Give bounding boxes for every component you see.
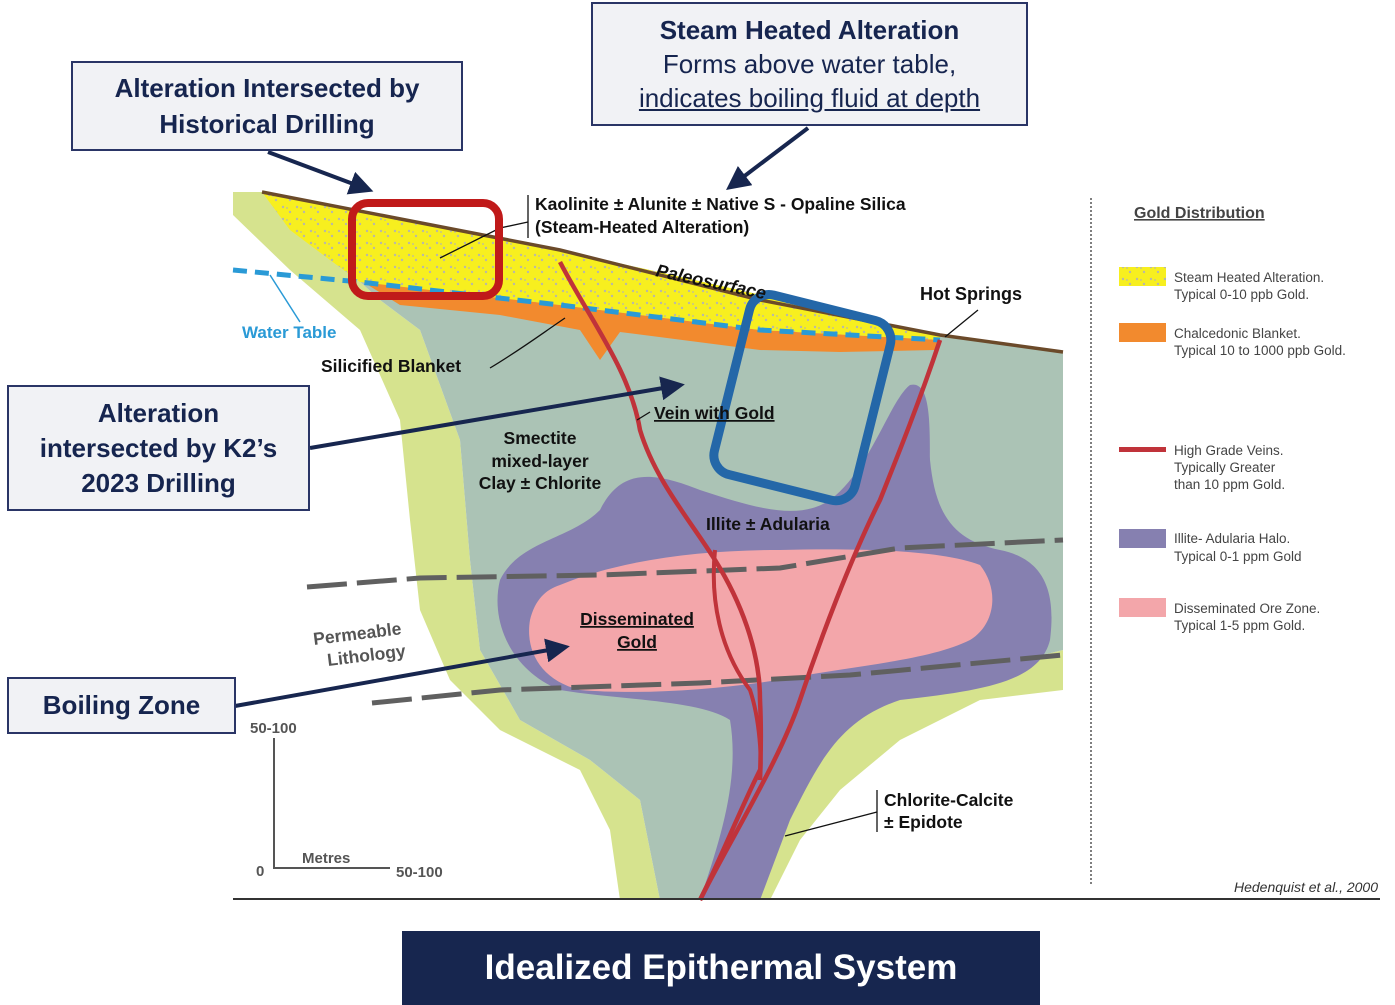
kaolinite-label-2: (Steam-Heated Alteration) [535, 217, 749, 237]
k2-drilling-highlight [709, 290, 896, 506]
smectite-label-2: mixed-layer [491, 451, 588, 471]
historical-arrow [267, 150, 374, 195]
silicified-blanket-label: Silicified Blanket [321, 356, 461, 376]
scale-origin-label: 0 [256, 863, 264, 880]
kaolinite-label-1: Kaolinite ± Alunite ± Native S - Opaline… [535, 194, 906, 214]
permeable-lithology-bottom [371, 652, 1064, 706]
k2-drilling-callout: Alteration intersected by K2’s 2023 Dril… [7, 385, 310, 511]
legend-text-veins-3: than 10 ppm Gold. [1174, 477, 1285, 492]
steam-heated-callout: Steam Heated Alteration Forms above wate… [591, 2, 1028, 126]
permeable-lithology-top [306, 537, 1064, 590]
legend-text-veins-2: Typically Greater [1174, 460, 1276, 475]
illite-label: Illite ± Adularia [706, 514, 830, 534]
legend-text-veins-1: High Grade Veins. [1174, 443, 1284, 458]
vein-lower [697, 768, 763, 902]
legend-text-chalcedonic-1: Chalcedonic Blanket. [1174, 326, 1301, 341]
vein-with-gold-label: Vein with Gold [654, 403, 775, 423]
scale-bar: 50-100 0 50-100 Metres [250, 720, 443, 881]
legend-title: Gold Distribution [1134, 205, 1265, 222]
k2-callout-line3: 2023 Drilling [81, 467, 236, 498]
legend-swatch-steam [1119, 267, 1166, 286]
legend-text-disseminated-2: Typical 1-5 ppm Gold. [1174, 618, 1305, 633]
chlorite-label-1: Chlorite-Calcite [884, 790, 1014, 810]
k2-arrow [309, 376, 685, 450]
legend-swatch-illite [1119, 529, 1166, 548]
chlorite-label-2: ± Epidote [884, 812, 963, 832]
diagram-title: Idealized Epithermal System [484, 948, 958, 987]
legend-text-steam-2: Typical 0-10 ppb Gold. [1174, 287, 1309, 302]
steam-callout-line2: indicates boiling fluid at depth [638, 83, 981, 113]
water-table-leader [269, 274, 301, 323]
vein-left [558, 260, 764, 781]
historical-callout-line2: Historical Drilling [159, 109, 375, 139]
legend-text-steam-1: Steam Heated Alteration. [1174, 270, 1324, 285]
legend-text-illite-1: Illite- Adularia Halo. [1174, 531, 1290, 546]
k2-callout-line1: Alteration [97, 397, 220, 428]
silicified-leader [489, 317, 566, 369]
legend-swatch-veins [1119, 447, 1166, 452]
k2-callout-line2: intersected by K2’s [39, 432, 278, 463]
vein-right [697, 339, 943, 902]
steam-callout-line1: Forms above water table, [662, 49, 957, 79]
chlorite-leader [784, 811, 878, 837]
boiling-callout-label: Boiling Zone [42, 690, 201, 720]
scale-unit-label: Metres [302, 850, 350, 867]
vein-leader [636, 411, 651, 421]
disseminated-label-2: Gold [617, 632, 657, 652]
boiling-zone-callout: Boiling Zone [7, 677, 236, 734]
legend-swatch-chalcedonic [1119, 323, 1166, 342]
smectite-label-1: Smectite [504, 428, 577, 448]
scale-vertical-label: 50-100 [250, 720, 297, 737]
vein-branch [711, 549, 763, 781]
hot-springs-leader [944, 309, 979, 338]
legend-text-disseminated-1: Disseminated Ore Zone. [1174, 601, 1320, 616]
hot-springs-label: Hot Springs [920, 284, 1022, 304]
historical-callout-line1: Alteration Intersected by [114, 73, 420, 103]
disseminated-ore-zone [529, 549, 993, 692]
disseminated-label-1: Disseminated [580, 609, 694, 629]
historical-drilling-callout: Alteration Intersected by Historical Dri… [71, 61, 463, 151]
boiling-arrow [234, 638, 570, 708]
smectite-label-3: Clay ± Chlorite [479, 473, 602, 493]
legend-text-illite-2: Typical 0-1 ppm Gold [1174, 549, 1302, 564]
steam-arrow [726, 126, 810, 191]
legend-text-chalcedonic-2: Typical 10 to 1000 ppb Gold. [1174, 343, 1346, 358]
water-table-label: Water Table [242, 323, 336, 342]
scale-horizontal-label: 50-100 [396, 864, 443, 881]
legend-swatch-disseminated [1119, 598, 1166, 617]
legend: Gold Distribution Steam Heated Alteratio… [1119, 205, 1346, 633]
citation: Hedenquist et al., 2000 [1234, 879, 1378, 895]
steam-callout-heading: Steam Heated Alteration [659, 15, 960, 45]
historical-drilling-highlight [348, 199, 503, 300]
title-bar: Idealized Epithermal System [402, 931, 1040, 1005]
